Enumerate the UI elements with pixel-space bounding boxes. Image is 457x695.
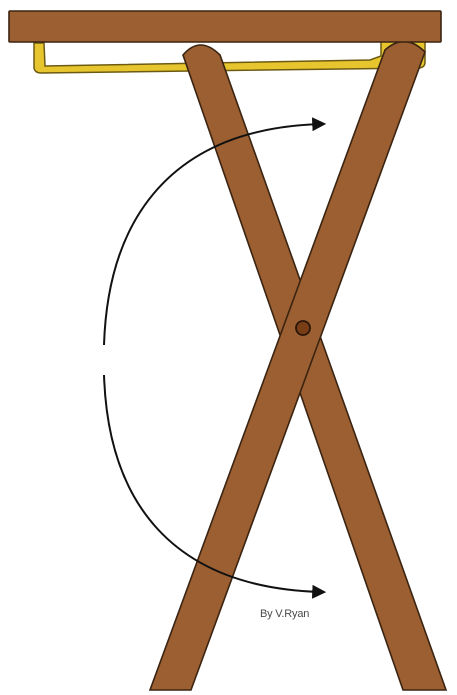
pivot-bolt [296, 321, 310, 335]
table-top [9, 11, 441, 42]
author-credit: By V.Ryan [260, 608, 309, 620]
bracket-rail [34, 38, 425, 73]
